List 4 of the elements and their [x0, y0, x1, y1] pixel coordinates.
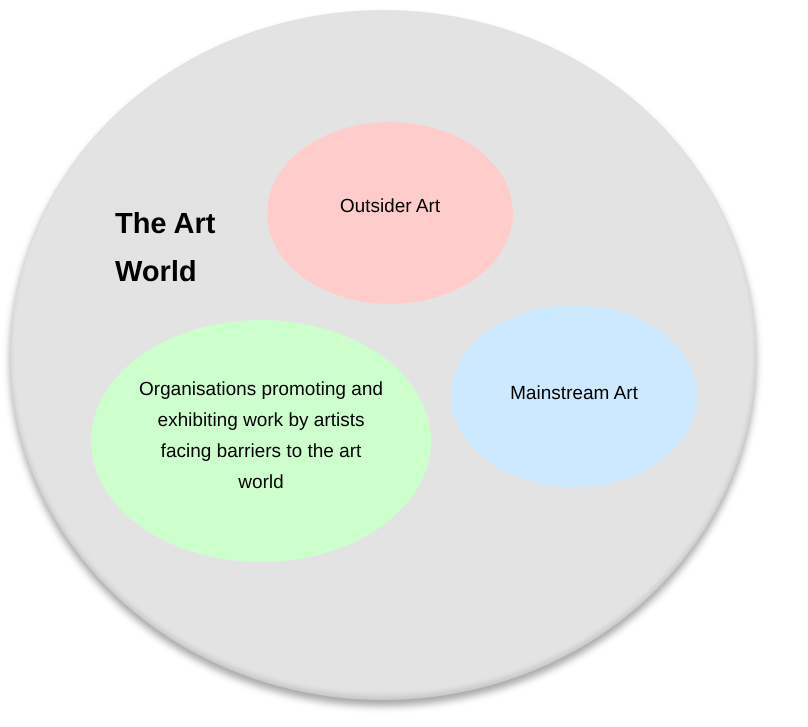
ellipse-label: Mainstream Art	[509, 382, 639, 406]
ellipse-label: Outsider Art	[338, 194, 442, 218]
ellipse-label: Organisations promoting and exhibiting work by artists facing barriers to the art world	[138, 378, 384, 495]
diagram-heading: The Art World	[115, 207, 216, 290]
